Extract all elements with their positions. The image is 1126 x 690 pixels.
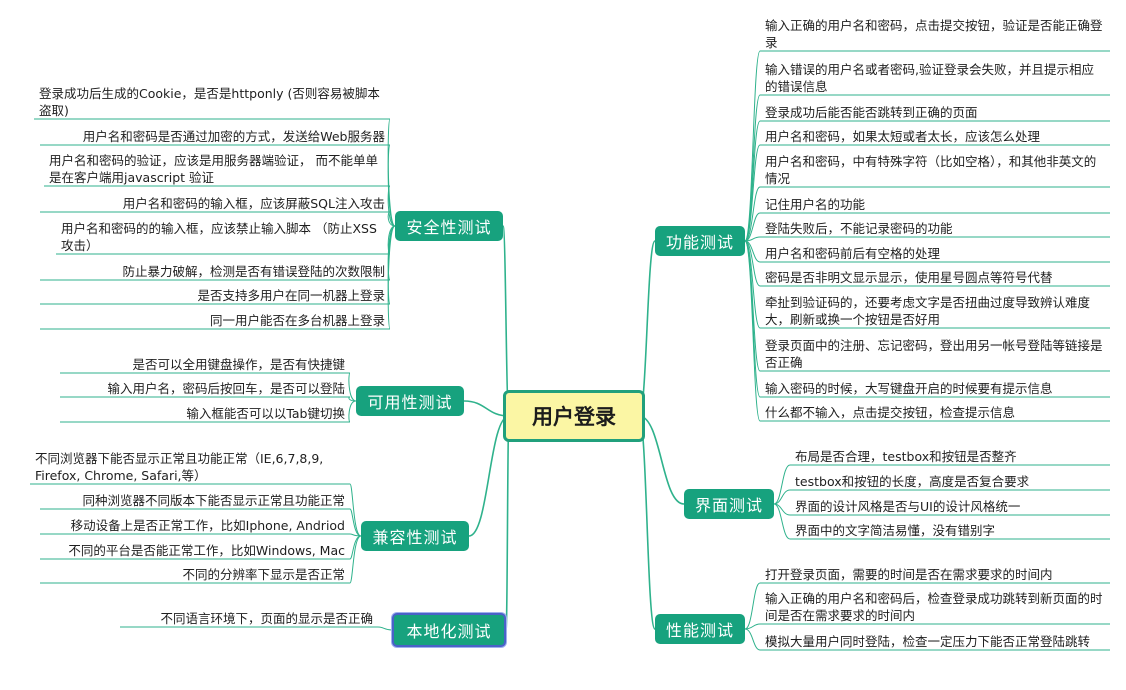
leaf-security-3[interactable]: 用户名和密码的验证，应该是用服务器端验证， 而不能单单是在客户端用javascr…: [49, 153, 378, 185]
leaf-func-10[interactable]: 牵扯到验证码的，还要考虑文字是否扭曲过度导致辨认难度大，刷新或换一个按钮是否好用: [765, 295, 1091, 327]
leaf-perf-2[interactable]: 输入正确的用户名和密码后，检查登录成功跳转到新页面的时间是否在需求要求的时间内: [765, 591, 1103, 623]
leaf-func-9[interactable]: 密码是否非明文显示显示，使用星号圆点等符号代替: [765, 270, 1053, 285]
leaf-compat-3[interactable]: 移动设备上是否正常工作，比如Iphone, Andriod: [70, 518, 345, 533]
leaf-func-5[interactable]: 用户名和密码，中有特殊字符（比如空格），和其他非英文的情况: [765, 154, 1097, 186]
leaf-ui-4[interactable]: 界面中的文字简洁易懂，没有错别字: [795, 523, 996, 538]
leaf-func-13[interactable]: 什么都不输入，点击提交按钮，检查提示信息: [765, 405, 1016, 420]
leaf-compat-5[interactable]: 不同的分辨率下显示是否正常: [182, 567, 345, 582]
branch-interface[interactable]: 界面测试: [684, 489, 774, 519]
leaf-security-5[interactable]: 用户名和密码的的输入框，应该禁止输入脚本 （防止XSS攻击）: [61, 221, 377, 253]
branch-localization[interactable]: 本地化测试: [392, 613, 506, 647]
leaf-func-6[interactable]: 记住用户名的功能: [765, 197, 866, 212]
leaf-compat-1[interactable]: 不同浏览器下能否显示正常且功能正常（IE,6,7,8,9, Firefox, C…: [35, 451, 324, 483]
leaf-func-2[interactable]: 输入错误的用户名或者密码,验证登录会失败，并且提示相应的错误信息: [765, 62, 1094, 94]
branch-security[interactable]: 安全性测试: [395, 211, 503, 241]
leaf-func-11[interactable]: 登录页面中的注册、忘记密码，登出用另一帐号登陆等链接是否正确: [765, 338, 1103, 370]
leaf-func-4[interactable]: 用户名和密码，如果太短或者太长，应该怎么处理: [765, 129, 1041, 144]
leaf-security-8[interactable]: 同一用户能否在多台机器上登录: [209, 313, 385, 328]
leaf-perf-3[interactable]: 模拟大量用户同时登陆，检查一定压力下能否正常登陆跳转: [765, 634, 1091, 649]
leaf-func-12[interactable]: 输入密码的时候，大写键盘开启的时候要有提示信息: [765, 381, 1053, 396]
central-topic[interactable]: 用户登录: [503, 390, 645, 442]
leaf-security-7[interactable]: 是否支持多用户在同一机器上登录: [197, 288, 385, 303]
leaf-security-6[interactable]: 防止暴力破解，检测是否有错误登陆的次数限制: [122, 264, 385, 279]
leaf-func-1[interactable]: 输入正确的用户名和密码，点击提交按钮，验证是否能正确登录: [765, 18, 1103, 50]
branch-usability[interactable]: 可用性测试: [356, 386, 464, 416]
leaf-compat-2[interactable]: 同种浏览器不同版本下能否显示正常且功能正常: [82, 493, 345, 508]
leaf-ui-3[interactable]: 界面的设计风格是否与UI的设计风格统一: [795, 499, 1021, 514]
leaf-func-7[interactable]: 登陆失败后，不能记录密码的功能: [765, 221, 953, 236]
leaf-security-4[interactable]: 用户名和密码的输入框，应该屏蔽SQL注入攻击: [122, 196, 385, 211]
leaf-usability-2[interactable]: 输入用户名，密码后按回车，是否可以登陆: [107, 381, 345, 396]
leaf-security-2[interactable]: 用户名和密码是否通过加密的方式，发送给Web服务器: [82, 129, 385, 144]
leaf-usability-1[interactable]: 是否可以全用键盘操作，是否有快捷键: [132, 357, 345, 372]
leaf-ui-2[interactable]: testbox和按钮的长度，高度是否复合要求: [795, 474, 1030, 489]
leaf-compat-4[interactable]: 不同的平台是否能正常工作，比如Windows, Mac: [68, 543, 345, 558]
leaf-usability-3[interactable]: 输入框能否可以以Tab键切换: [186, 406, 345, 421]
leaf-func-8[interactable]: 用户名和密码前后有空格的处理: [765, 246, 941, 261]
branch-performance[interactable]: 性能测试: [655, 614, 745, 644]
leaf-func-3[interactable]: 登录成功后能否能否跳转到正确的页面: [765, 105, 978, 120]
leaf-security-1[interactable]: 登录成功后生成的Cookie，是否是httponly (否则容易被脚本盗取): [39, 86, 380, 118]
branch-compatibility[interactable]: 兼容性测试: [361, 521, 469, 551]
branch-functional[interactable]: 功能测试: [655, 226, 745, 256]
leaf-perf-1[interactable]: 打开登录页面，需要的时间是否在需求要求的时间内: [765, 567, 1053, 582]
leaf-local-1[interactable]: 不同语言环境下，页面的显示是否正确: [160, 611, 373, 626]
leaf-ui-1[interactable]: 布局是否合理，testbox和按钮是否整齐: [795, 449, 1017, 464]
